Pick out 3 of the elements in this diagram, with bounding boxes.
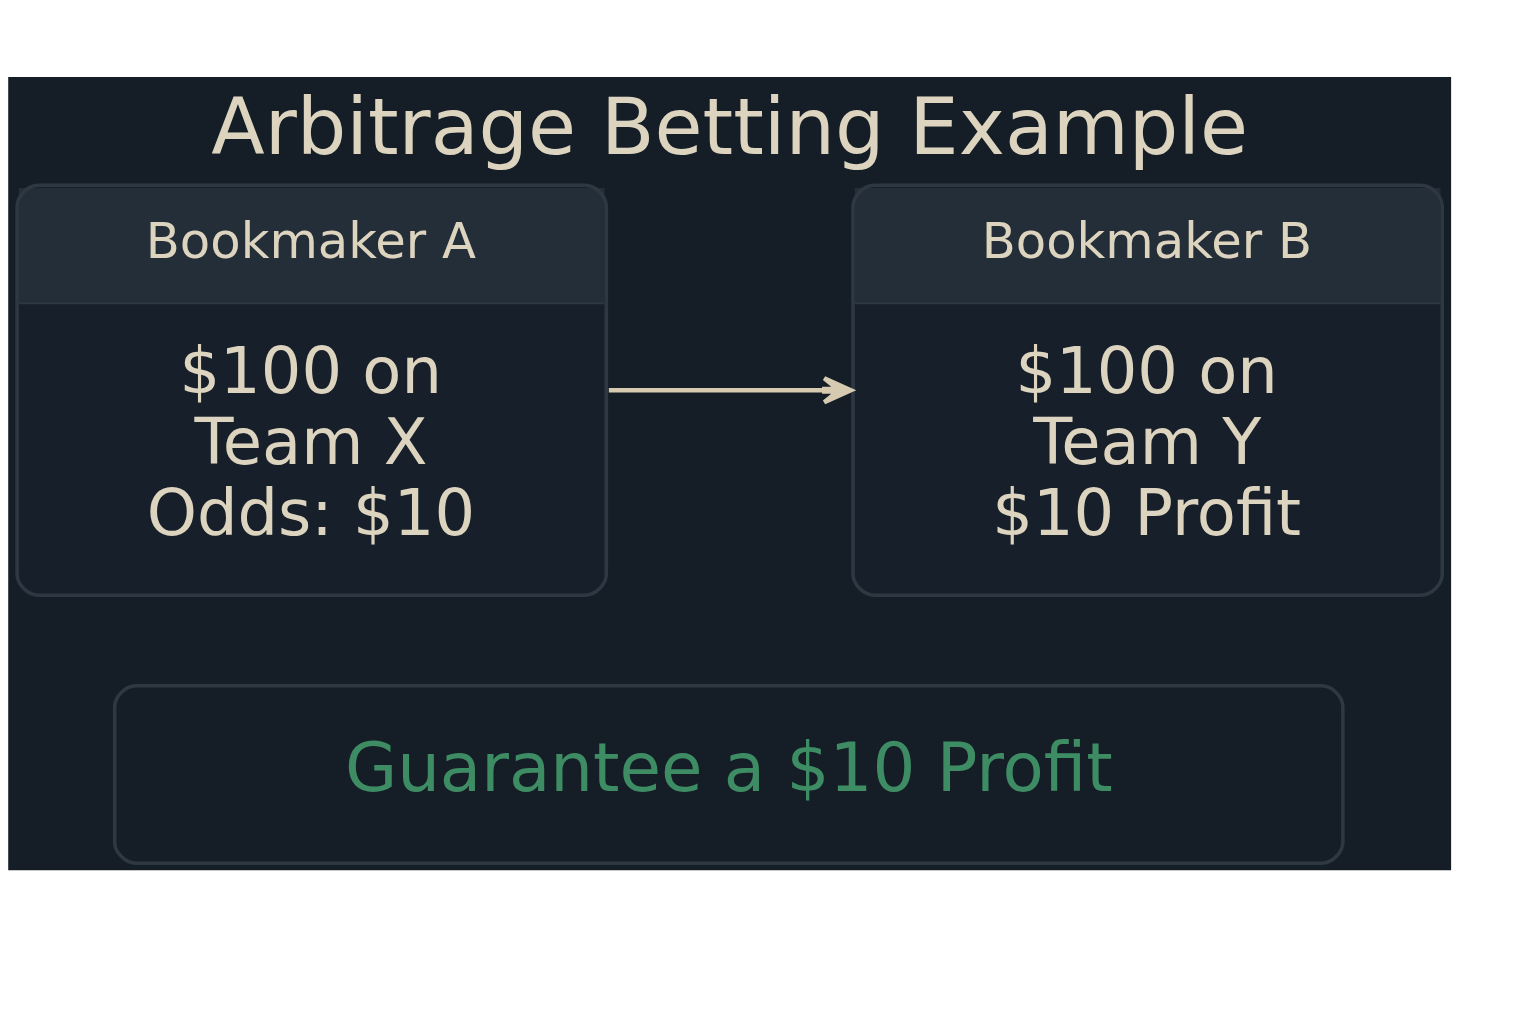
arrow [608,376,854,405]
diagram-title: Arbitrage Betting Example [211,81,1249,172]
node-box: Guarantee a $10 Profit [112,683,1345,865]
